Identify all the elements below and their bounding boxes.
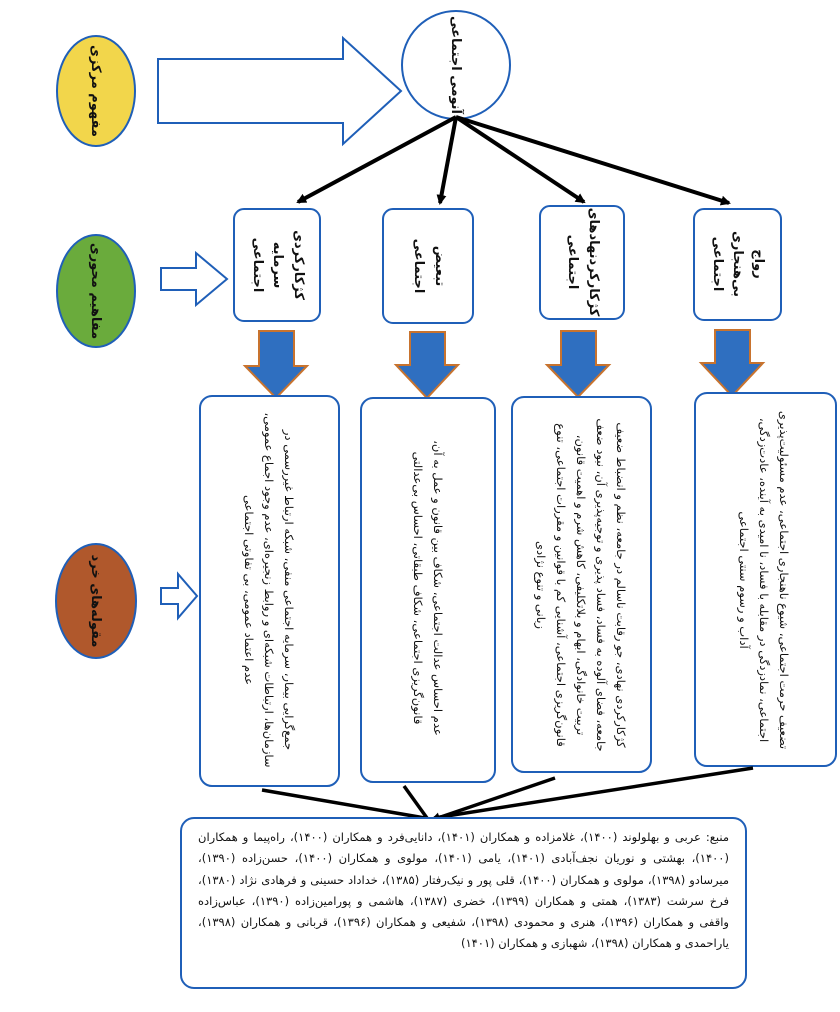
down-arrow-2 <box>393 331 461 400</box>
axial-hollow-arrow <box>160 250 229 308</box>
down-arrow-3 <box>544 330 612 399</box>
core-to-axial-3-arrow <box>454 115 586 204</box>
core-concept-oval <box>56 35 136 147</box>
minor-category-2-text: عدم احساس عدالت اجتماعی، شکاف بین قانون … <box>411 440 446 736</box>
axial-box-3 <box>539 205 625 320</box>
minor-categories-label: مقوله‌های خرد <box>88 554 104 648</box>
source-references-box: منبع: عربی و بهلولوند (۱۴۰۰)، غلامزاده و… <box>180 817 747 989</box>
minor-1-to-source-line <box>261 788 426 820</box>
axial-concept-4-text: رواج بی‌هنجاری اجتماعی <box>709 230 767 297</box>
minor-box-4 <box>694 392 837 767</box>
minor-category-4-text: تضعیف حرمت اجتماعی، شیوع ناهنجاری اجتماع… <box>736 410 792 750</box>
minor-2-to-source-line <box>402 784 429 820</box>
axial-concept-3-text: کژکارکردنهادهای اجتماعی <box>565 207 601 317</box>
core-hollow-arrow <box>157 35 403 147</box>
core-concept-label: مفهوم مرکزی <box>88 45 104 137</box>
minor-box-3 <box>511 396 652 773</box>
down-arrow-4 <box>698 329 766 398</box>
core-to-axial-1-arrow <box>296 115 457 204</box>
minor-box-2 <box>360 397 496 783</box>
axial-concept-2-text: تبعیض اجتماعی <box>411 238 447 294</box>
axial-concepts-label: مفاهیم محوری <box>88 242 104 340</box>
minor-3-to-source-line <box>430 776 556 823</box>
core-to-axial-2-arrow <box>436 116 458 205</box>
axial-concepts-oval <box>56 234 136 348</box>
minor-category-3-text: کژکارکردی نهادی، جو رقابت ناسالم در جامع… <box>533 418 629 752</box>
minor-4-to-source-line <box>433 766 754 820</box>
minor-categories-oval <box>55 543 137 659</box>
core-concept-text: آنومی اجتماعی <box>448 16 464 114</box>
axial-concept-1-text: کژکارکردی سرمایه اجتماعی <box>249 230 307 300</box>
axial-box-4 <box>693 208 782 321</box>
axial-box-1 <box>233 208 321 322</box>
minor-box-1 <box>199 395 340 787</box>
axial-box-2 <box>382 208 474 324</box>
core-to-axial-4-arrow <box>455 115 731 206</box>
minor-hollow-arrow <box>160 571 199 621</box>
down-arrow-1 <box>242 330 310 400</box>
minor-category-1-text: جمع‌گرایی بیمار، سرمایه اجتماعی منفی، شب… <box>241 412 297 768</box>
